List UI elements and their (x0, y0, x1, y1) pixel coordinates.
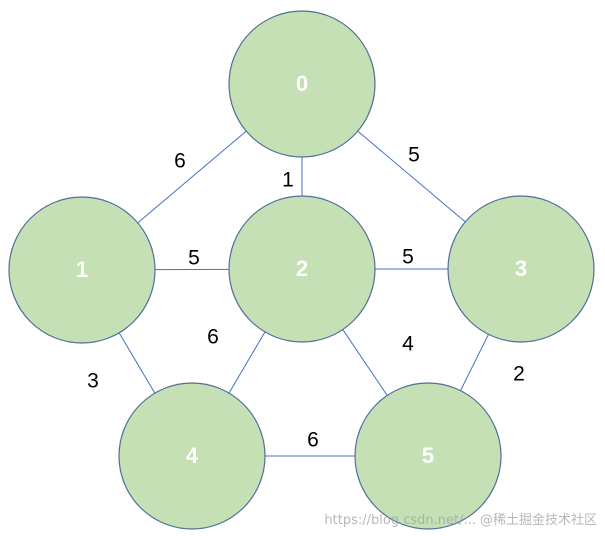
weights-layer: 6 1 5 5 5 3 6 4 2 6 (87, 144, 525, 452)
node-label-4: 4 (186, 443, 199, 468)
edge-3-5 (460, 334, 489, 391)
node-label-5: 5 (422, 443, 434, 468)
edge-0-1 (137, 130, 247, 224)
node-circle-5 (354, 382, 502, 530)
node-circle-0 (228, 10, 376, 158)
edge-0-3 (357, 130, 466, 223)
node-3: 3 (447, 195, 595, 343)
node-circle-1 (8, 196, 156, 344)
node-circle-3 (447, 195, 595, 343)
node-label-3: 3 (515, 256, 527, 281)
edge-weight-2-4: 6 (207, 326, 219, 349)
node-1: 1 (8, 196, 156, 344)
edge-1-4 (118, 332, 156, 394)
node-circle-4 (118, 382, 266, 530)
node-circle-2 (228, 195, 376, 343)
edge-2-5 (342, 329, 388, 396)
node-label-0: 0 (296, 71, 308, 96)
edge-weight-0-3: 5 (408, 144, 420, 167)
node-0: 0 (228, 10, 376, 158)
edge-weight-1-4: 3 (87, 370, 99, 393)
node-5: 5 (354, 382, 502, 530)
edge-weight-1-2: 5 (188, 247, 200, 270)
edge-weight-0-1: 6 (174, 150, 186, 173)
edge-2-4 (228, 331, 266, 394)
edge-weight-0-2: 1 (282, 169, 294, 192)
edge-weight-2-5: 4 (402, 333, 414, 356)
edge-weight-2-3: 5 (402, 246, 414, 269)
edges-layer (118, 130, 489, 457)
nodes-layer: 0 1 2 3 4 5 (8, 10, 595, 530)
node-2: 2 (228, 195, 376, 343)
watermark-text: https://blog.csdn.net/... @稀土掘金技术社区 (324, 513, 597, 528)
node-label-2: 2 (296, 256, 308, 281)
edge-weight-4-5: 6 (307, 429, 319, 452)
node-label-1: 1 (76, 257, 88, 282)
node-4: 4 (118, 382, 266, 530)
edge-weight-3-5: 2 (513, 363, 525, 386)
